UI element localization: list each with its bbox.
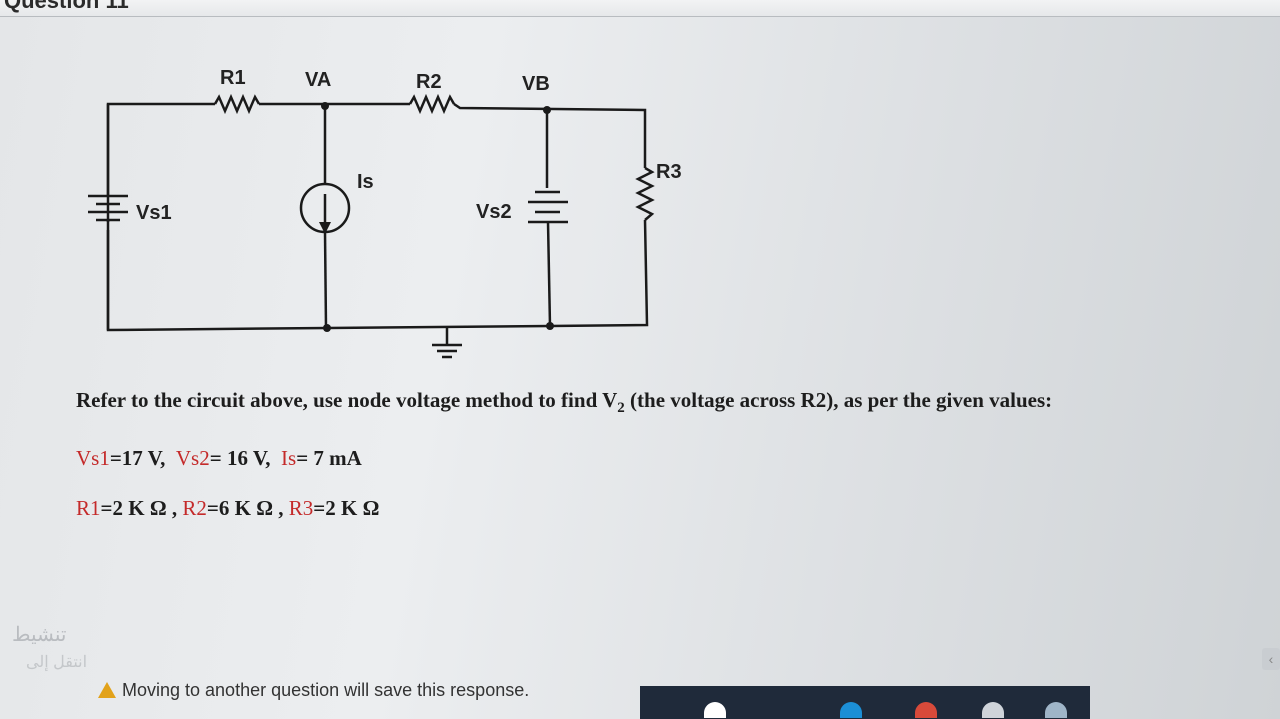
wire-top-right xyxy=(453,102,647,168)
given-values-resistors: R1=2 K Ω , R2=6 K Ω , R3=2 K Ω xyxy=(76,496,379,521)
activate-windows-watermark: تنشيط xyxy=(12,624,67,646)
is-label: Is xyxy=(281,446,297,470)
label-is: Is xyxy=(357,171,374,193)
r3-value: =2 K Ω xyxy=(313,496,380,520)
r3-label: R3 xyxy=(288,496,314,520)
question-text-main: Refer to the circuit above, use node vol… xyxy=(76,388,618,412)
label-vs1: Vs1 xyxy=(136,202,172,224)
wire-right xyxy=(549,219,649,328)
is-value: = 7 mA xyxy=(296,446,362,470)
node-bottom-mid xyxy=(323,324,331,332)
taskbar-app-icon[interactable] xyxy=(704,702,726,718)
given-values-sources: Vs1=17 V, Vs2= 16 V, Is= 7 mA xyxy=(76,446,362,471)
notice-text: Moving to another question will save thi… xyxy=(122,680,530,700)
warning-icon xyxy=(98,682,116,698)
vs1-label: Vs1 xyxy=(76,446,110,470)
edge-browser-icon[interactable] xyxy=(840,702,862,718)
is-arrow-head xyxy=(319,222,331,234)
question-subscript: 2 xyxy=(617,400,625,417)
top-bar: Question 11 xyxy=(0,0,1280,16)
r2-label: R2 xyxy=(182,496,207,520)
node-bottom-right xyxy=(546,322,554,330)
r2-value: =6 K Ω , xyxy=(206,496,284,520)
node-vb xyxy=(543,106,551,114)
label-r3: R3 xyxy=(656,161,682,183)
resistor-r1 xyxy=(213,93,261,115)
wire-bottom xyxy=(106,230,551,332)
r1-value: =2 K Ω , xyxy=(100,496,178,520)
taskbar-refresh-icon[interactable] xyxy=(1045,702,1067,718)
resistor-r2 xyxy=(408,93,456,115)
label-vb: VB xyxy=(522,73,550,95)
header-divider xyxy=(0,16,1280,17)
label-va: VA xyxy=(305,69,331,91)
vs1-value: =17 V, xyxy=(109,446,166,470)
label-vs2: Vs2 xyxy=(476,201,512,223)
activate-windows-subtext: انتقل إلى xyxy=(26,654,88,671)
label-r2: R2 xyxy=(416,71,442,93)
scroll-left-icon[interactable]: ‹ xyxy=(1262,648,1280,670)
vs2-label: Vs2 xyxy=(175,446,210,470)
label-r1: R1 xyxy=(220,67,246,89)
r1-label: R1 xyxy=(76,496,101,520)
vs2-value: = 16 V, xyxy=(209,446,271,470)
vs2-lead-bottom xyxy=(546,221,552,327)
resistor-r3 xyxy=(635,166,655,221)
question-heading: Question 11 xyxy=(4,0,129,13)
circuit-nodes xyxy=(321,102,554,332)
question-text-tail: (the voltage across R2), as per the give… xyxy=(624,388,1053,412)
is-lead-bottom xyxy=(323,231,328,329)
node-va xyxy=(321,102,329,110)
save-response-notice: Moving to another question will save thi… xyxy=(98,680,529,701)
question-text: Refer to the circuit above, use node vol… xyxy=(76,388,1226,417)
circuit-wires xyxy=(88,93,655,359)
chrome-browser-icon[interactable] xyxy=(915,702,937,718)
taskbar-system-icon[interactable] xyxy=(982,702,1004,718)
